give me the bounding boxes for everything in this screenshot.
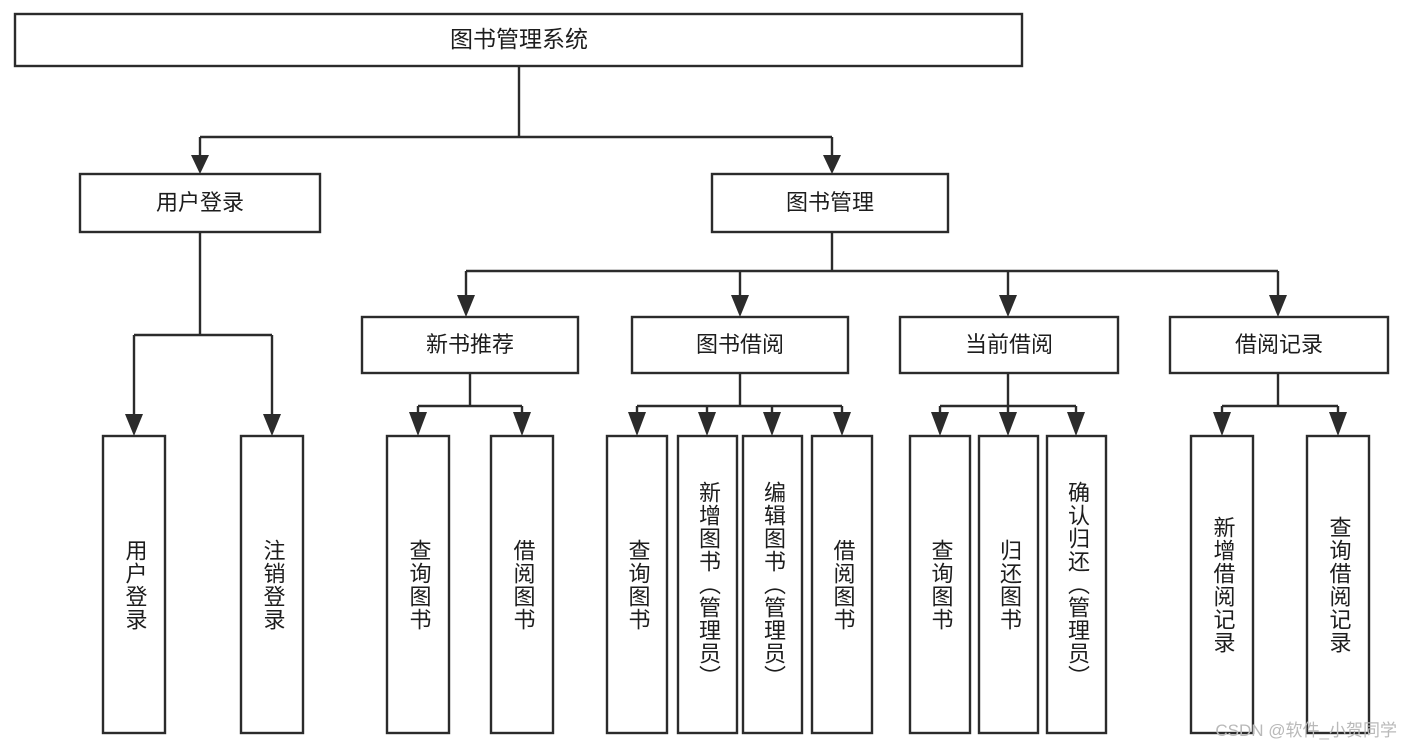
node-current-borrow-box[interactable] bbox=[898, 315, 1120, 375]
arrow-head-icon bbox=[263, 414, 281, 436]
connector-group-current-borrow bbox=[931, 373, 1085, 436]
node-user-login-box[interactable] bbox=[78, 172, 322, 234]
node-current-borrow[interactable]: 当前借阅 bbox=[898, 315, 1120, 375]
node-root-label: 图书管理系统 bbox=[450, 26, 588, 52]
leaf-confirm-return-box[interactable] bbox=[1045, 434, 1108, 735]
arrow-head-icon bbox=[833, 412, 851, 436]
leaf-borrow-book-2-box[interactable] bbox=[810, 434, 874, 735]
connector-group-book-manage bbox=[457, 232, 1287, 317]
arrow-head-icon bbox=[823, 155, 841, 174]
connector-group-new-book-rec bbox=[409, 373, 531, 436]
node-borrow-record-label: 借阅记录 bbox=[1235, 332, 1323, 357]
node-new-book-rec[interactable]: 新书推荐 bbox=[360, 315, 580, 375]
node-root-box[interactable] bbox=[13, 12, 1024, 68]
leaf-node-group bbox=[101, 434, 1371, 735]
node-user-login[interactable]: 用户登录 bbox=[78, 172, 322, 234]
arrow-head-icon bbox=[1329, 412, 1347, 436]
node-book-manage-box[interactable] bbox=[710, 172, 950, 234]
arrow-head-icon bbox=[731, 295, 749, 317]
arrow-head-icon bbox=[1269, 295, 1287, 317]
node-current-borrow-label: 当前借阅 bbox=[965, 332, 1053, 357]
arrow-head-icon bbox=[763, 412, 781, 436]
leaf-query-book-2-box[interactable] bbox=[605, 434, 669, 735]
leaf-add-book-box[interactable] bbox=[676, 434, 739, 735]
arrow-head-icon bbox=[999, 295, 1017, 317]
arrow-head-icon bbox=[628, 412, 646, 436]
node-root[interactable]: 图书管理系统 bbox=[13, 12, 1024, 68]
arrow-head-icon bbox=[125, 414, 143, 436]
arrow-head-icon bbox=[457, 295, 475, 317]
node-borrow-record-box[interactable] bbox=[1168, 315, 1390, 375]
connector-group-borrow-record bbox=[1213, 373, 1347, 436]
arrow-head-icon bbox=[409, 412, 427, 436]
node-book-borrow-label: 图书借阅 bbox=[696, 332, 784, 357]
leaf-logout-box[interactable] bbox=[239, 434, 305, 735]
leaf-add-record-box[interactable] bbox=[1189, 434, 1255, 735]
arrow-head-icon bbox=[931, 412, 949, 436]
arrow-head-icon bbox=[191, 155, 209, 174]
connector-group-root bbox=[191, 66, 841, 174]
arrow-head-icon bbox=[1213, 412, 1231, 436]
arrow-head-icon bbox=[698, 412, 716, 436]
node-new-book-rec-box[interactable] bbox=[360, 315, 580, 375]
leaf-return-book-box[interactable] bbox=[977, 434, 1040, 735]
arrow-head-icon bbox=[1067, 412, 1085, 436]
arrow-head-icon bbox=[999, 412, 1017, 436]
connector-group-user-login bbox=[125, 232, 281, 436]
node-book-manage[interactable]: 图书管理 bbox=[710, 172, 950, 234]
leaf-borrow-book-1-box[interactable] bbox=[489, 434, 555, 735]
node-book-borrow-box[interactable] bbox=[630, 315, 850, 375]
leaf-edit-book-box[interactable] bbox=[741, 434, 804, 735]
connector-group-book-borrow bbox=[628, 373, 851, 436]
leaf-user-login-box[interactable] bbox=[101, 434, 167, 735]
node-borrow-record[interactable]: 借阅记录 bbox=[1168, 315, 1390, 375]
leaf-query-book-3-box[interactable] bbox=[908, 434, 972, 735]
leaf-query-book-1-box[interactable] bbox=[385, 434, 451, 735]
leaf-query-record-box[interactable] bbox=[1305, 434, 1371, 735]
node-new-book-rec-label: 新书推荐 bbox=[426, 332, 514, 357]
node-user-login-label: 用户登录 bbox=[156, 190, 244, 215]
node-book-manage-label: 图书管理 bbox=[786, 190, 874, 215]
node-book-borrow[interactable]: 图书借阅 bbox=[630, 315, 850, 375]
arrow-head-icon bbox=[513, 412, 531, 436]
